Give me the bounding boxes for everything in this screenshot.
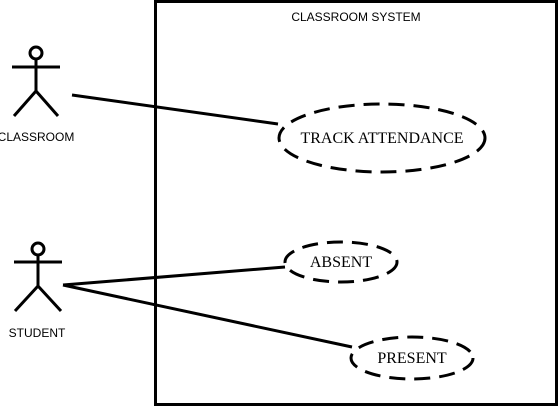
use-case-label-present: PRESENT bbox=[377, 350, 447, 367]
use-case-track-attendance[interactable]: TRACK ATTENDANCE bbox=[277, 102, 487, 174]
actor-label-student: STUDENT bbox=[9, 326, 66, 340]
use-case-label-absent: ABSENT bbox=[310, 254, 372, 271]
actor-student[interactable]: STUDENT bbox=[9, 241, 66, 340]
use-case-label-track-attendance: TRACK ATTENDANCE bbox=[300, 130, 463, 147]
association-student-absent[interactable] bbox=[62, 265, 286, 287]
system-boundary[interactable] bbox=[154, 0, 558, 406]
actor-classroom[interactable]: CLASSROOM bbox=[0, 45, 74, 144]
stick-figure-icon bbox=[12, 45, 60, 117]
stick-figure-icon bbox=[13, 241, 63, 313]
association-classroom-track-attendance[interactable] bbox=[71, 93, 279, 126]
use-case-absent[interactable]: ABSENT bbox=[283, 240, 399, 284]
system-title: CLASSROOM SYSTEM bbox=[291, 10, 420, 24]
use-case-present[interactable]: PRESENT bbox=[349, 335, 475, 381]
actor-label-classroom: CLASSROOM bbox=[0, 130, 74, 144]
association-student-present[interactable] bbox=[62, 283, 353, 349]
